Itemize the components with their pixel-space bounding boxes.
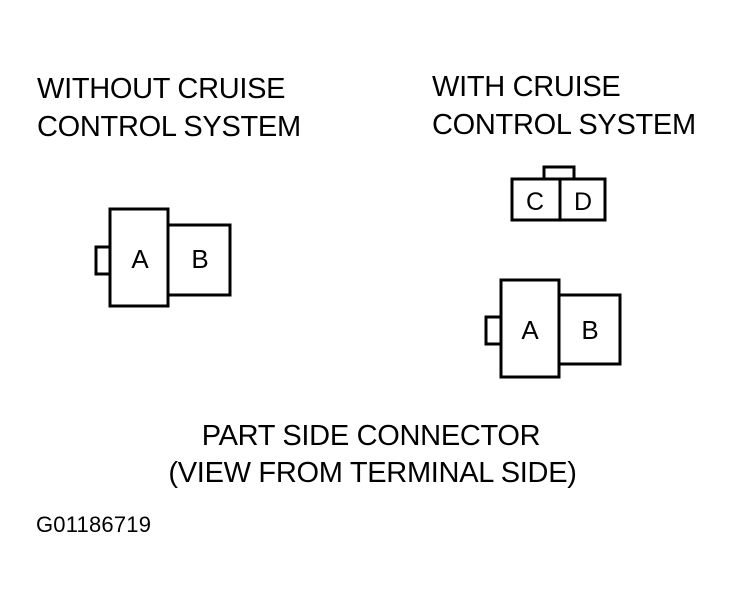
figure-id: G01186719	[36, 512, 152, 537]
right-pin-a-label: A	[521, 315, 539, 345]
connector-caption: PART SIDE CONNECTOR (VIEW FROM TERMINAL …	[0, 418, 745, 492]
right-ab-connector	[484, 278, 622, 379]
connector-caption-line1: PART SIDE CONNECTOR	[201, 420, 541, 452]
right-pin-d-cavity	[558, 177, 607, 222]
with-cruise-title-line2: CONTROL SYSTEM	[432, 109, 696, 141]
right-pin-b-cavity	[557, 293, 622, 366]
right-lock-tab	[484, 315, 501, 346]
without-cruise-title: WITHOUT CRUISE CONTROL SYSTEM	[37, 70, 301, 146]
left-lock-tab	[94, 245, 110, 276]
right-cd-key-tab	[542, 165, 576, 181]
with-cruise-title-line1: WITH CRUISE	[432, 71, 621, 103]
without-cruise-title-line2: CONTROL SYSTEM	[37, 111, 301, 143]
left-ab-connector	[94, 207, 232, 308]
left-pin-b-label: B	[191, 244, 208, 274]
connector-caption-line2: (VIEW FROM TERMINAL SIDE)	[168, 457, 577, 489]
right-pin-b-label: B	[581, 315, 598, 345]
without-cruise-title-line1: WITHOUT CRUISE	[37, 73, 286, 105]
left-pin-b-cavity	[166, 223, 232, 297]
right-cd-connector	[510, 165, 607, 222]
right-pin-c-label: C	[526, 188, 544, 216]
with-cruise-title: WITH CRUISE CONTROL SYSTEM	[432, 68, 696, 144]
right-pin-d-label: D	[574, 188, 592, 216]
left-pin-a-label: A	[131, 244, 149, 274]
